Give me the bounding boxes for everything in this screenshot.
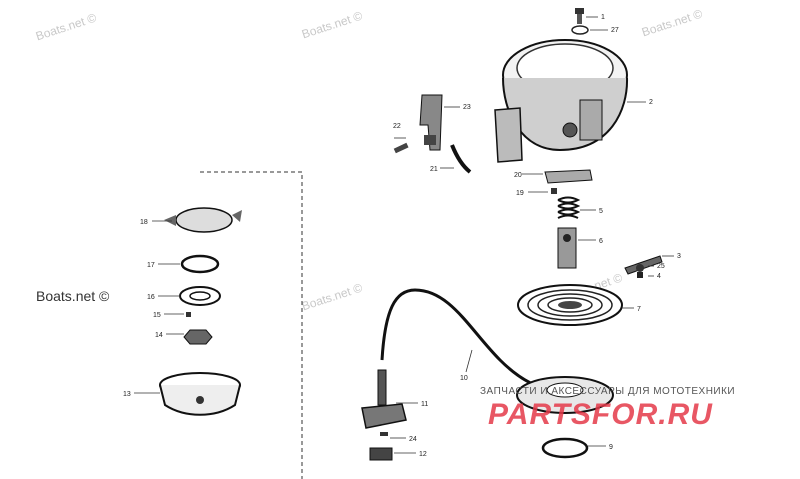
part-lock-washer (636, 264, 644, 272)
callout-1: 1 (601, 14, 605, 21)
part-bracket (624, 255, 663, 275)
brand-name: PARTSFOR.RU (488, 398, 713, 431)
callout-23: 23 (463, 104, 471, 111)
part-bolt (575, 8, 584, 24)
callout-2: 2 (649, 99, 653, 106)
part-recoil-spring (517, 284, 623, 326)
part-screw (551, 188, 557, 194)
part-gasket-ring (180, 254, 220, 274)
part-pin (393, 142, 409, 154)
callout-20: 20 (514, 172, 522, 179)
callout-10: 10 (460, 375, 468, 382)
part-nut (637, 272, 643, 278)
callout-11: 11 (421, 401, 428, 408)
callout-22: 22 (393, 123, 401, 130)
part-starter-rope (380, 288, 561, 394)
brand-tagline: ЗАПЧАСТИ И АКСЕССУАРЫ ДЛЯ МОТОТЕХНИКИ (480, 386, 736, 397)
callout-3: 3 (677, 253, 681, 260)
part-plate (544, 169, 593, 184)
part-coil-spring (557, 196, 581, 219)
part-hex-nut (183, 329, 213, 345)
part-pawl-bracket (419, 94, 443, 151)
callout-12: 12 (419, 451, 427, 458)
callout-5: 5 (599, 208, 603, 215)
part-small-screw (186, 312, 191, 317)
watermark-mid-left: Boats.net © (36, 288, 110, 304)
part-starter-cup (159, 372, 241, 416)
callout-4: 4 (657, 273, 661, 280)
part-washer (571, 25, 589, 35)
callout-21: 21 (430, 166, 438, 173)
callout-27: 27 (611, 27, 619, 34)
dashed-divider (200, 171, 303, 479)
callout-24: 24 (409, 436, 417, 443)
callout-7: 7 (637, 306, 641, 313)
callout-14: 14 (155, 332, 163, 339)
callout-18: 18 (140, 219, 148, 226)
part-drive-plate (164, 207, 242, 233)
leader-lines (134, 16, 674, 454)
part-spring-clip (450, 144, 472, 174)
callout-13: 13 (123, 391, 131, 398)
part-handle-pin (380, 432, 388, 436)
part-starter-handle (361, 369, 407, 429)
callout-6: 6 (599, 238, 603, 245)
callout-17: 17 (147, 262, 155, 269)
callout-16: 16 (147, 294, 155, 301)
part-handle-insert (369, 447, 393, 461)
part-spindle (557, 227, 577, 269)
part-pulley (516, 376, 614, 414)
callout-25: 25 (657, 263, 665, 270)
callout-15: 15 (153, 312, 161, 319)
part-starter-housing (494, 39, 629, 163)
callout-9: 9 (609, 444, 613, 451)
part-retaining-ring (541, 437, 589, 459)
callout-19: 19 (516, 190, 524, 197)
